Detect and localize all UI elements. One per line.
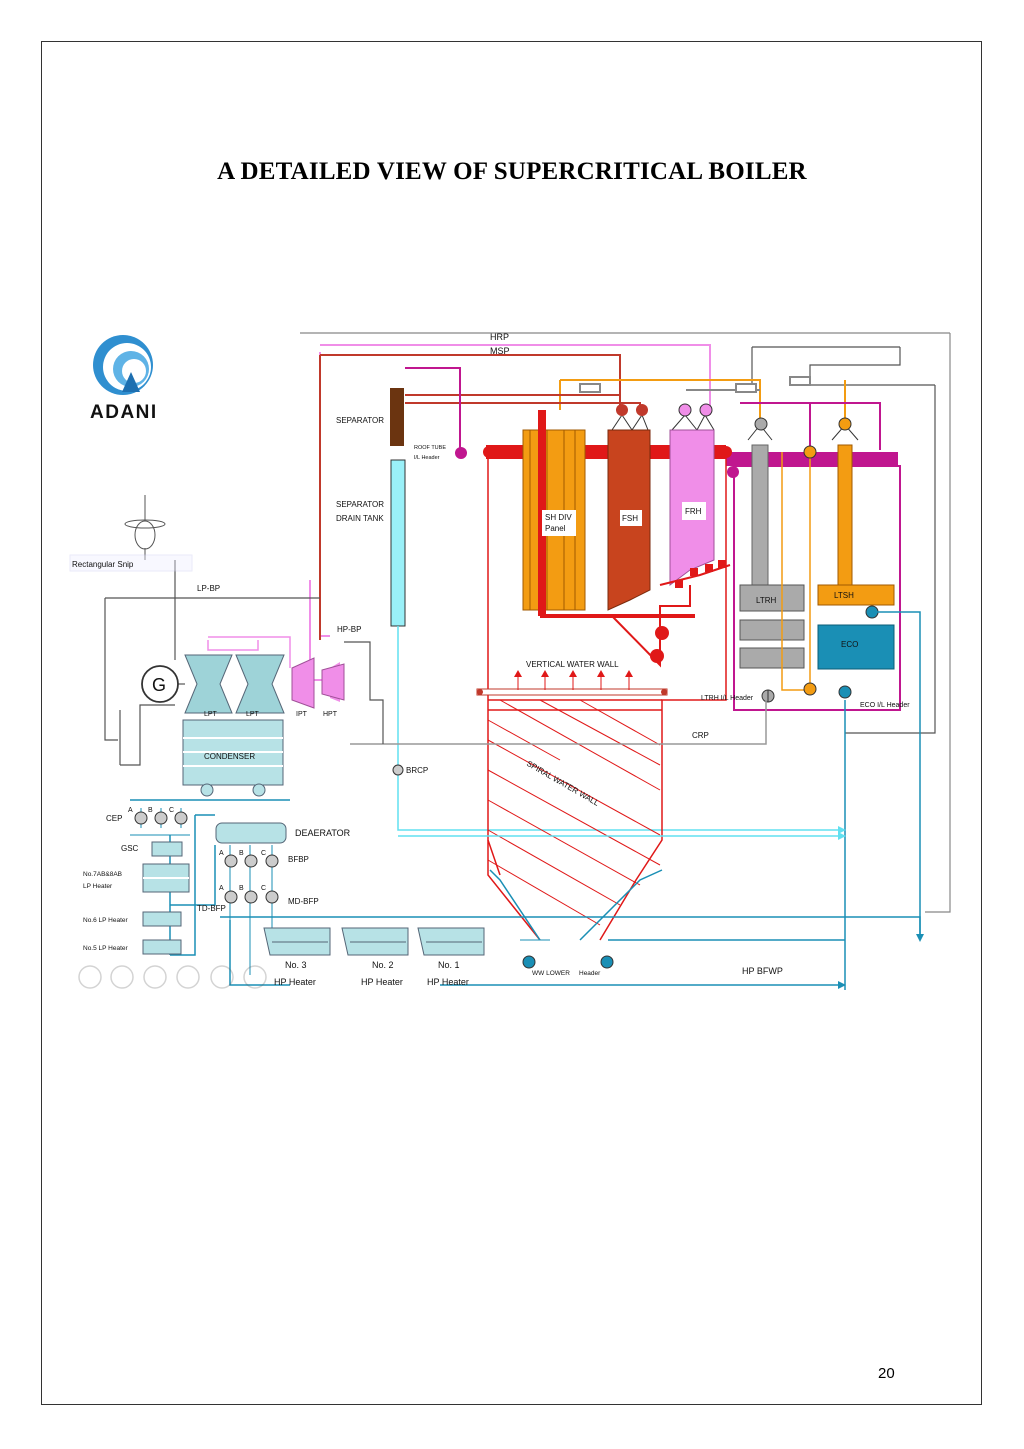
bfbp-pump-b: B [239, 850, 244, 857]
generator-label: G [152, 675, 166, 695]
spiral-water-wall-label: SPIRAL WATER WALL [525, 759, 601, 808]
deaerator-label: DEAERATOR [295, 828, 351, 838]
crp-label: CRP [692, 731, 709, 740]
ltsh-label: LTSH [834, 591, 854, 600]
lp-bp-label: LP-BP [197, 584, 220, 593]
pumps [134, 811, 279, 904]
ltrh-label: LTRH [756, 596, 777, 605]
hp-bp-label: HP-BP [337, 625, 361, 634]
frh-panel: FRH [659, 403, 731, 588]
viewer-toolbar[interactable] [78, 965, 267, 989]
gsc-box [151, 841, 183, 857]
lp7-label-1: No.7AB&8AB [83, 871, 122, 878]
md-bfp-label: MD-BFP [288, 897, 319, 906]
bfp-pump-b: B [239, 885, 244, 892]
hp3-heater-label: HP Heater [274, 977, 316, 987]
toolbar-prev-icon[interactable] [78, 965, 102, 989]
lpt-a-label: LPT [204, 711, 218, 718]
sh-div-label-2: Panel [545, 524, 566, 533]
rectangular-snip-label: Rectangular Snip [72, 560, 134, 569]
sep-drain-label-1: SEPARATOR [336, 500, 384, 509]
toolbar-next-icon[interactable] [110, 965, 134, 989]
sh-div-label-1: SH DIV [545, 513, 572, 522]
frh-label: FRH [685, 507, 702, 516]
logo-text: ADANI [90, 402, 158, 423]
lp7-label-2: LP Heater [83, 883, 113, 890]
toolbar-copy-icon[interactable] [176, 965, 200, 989]
toolbar-zoom-icon[interactable] [210, 965, 234, 989]
ww-lower-label: WW LOWER [532, 970, 570, 977]
hp1-label: No. 1 [438, 960, 460, 970]
sep-drain-label-2: DRAIN TANK [336, 514, 384, 523]
bfp-pump-c: C [261, 885, 266, 892]
cep-pump-b: B [148, 807, 153, 814]
lp6-heater [142, 911, 182, 927]
td-bfp-label: TD-BFP [197, 904, 226, 913]
lpt-b-label: LPT [246, 711, 260, 718]
deaerator-vessel [215, 822, 287, 844]
turbine-train: G LPT LPT IPT HPT Rectangular Snip CONDE… [69, 495, 384, 797]
toolbar-more-icon[interactable] [243, 965, 267, 989]
magenta-header [726, 452, 898, 466]
brcp-label: BRCP [406, 766, 428, 775]
cep-label: CEP [106, 814, 122, 823]
cep-pump-c: C [169, 807, 174, 814]
separator-drain-tank [390, 459, 406, 627]
lp6-label: No.6 LP Heater [83, 917, 129, 924]
bfbp-pump-a: A [219, 850, 224, 857]
toolbar-pen-icon[interactable] [143, 965, 167, 989]
roof-tube-header [455, 447, 467, 459]
eco-il-header-label: ECO I/L Header [860, 702, 910, 709]
hp2-heater-label: HP Heater [361, 977, 403, 987]
fsh-label: FSH [622, 514, 638, 523]
ww-header-label: Header [579, 970, 601, 977]
hp-heaters [263, 927, 485, 956]
msp-label: MSP [490, 346, 510, 356]
page-frame [41, 41, 982, 1405]
top-pipes [300, 332, 951, 913]
hrp-label: HRP [490, 332, 509, 342]
ipt-label: IPT [296, 711, 308, 718]
adani-logo: ADANI [90, 335, 158, 423]
separator-vessel [390, 388, 404, 446]
roof-tube-label-2: I/L Header [414, 455, 440, 461]
hp2-label: No. 2 [372, 960, 394, 970]
condenser-label: CONDENSER [204, 752, 255, 761]
lp5-heater [142, 939, 182, 955]
hpt-label: HPT [323, 711, 338, 718]
back-pass: LTRH LTSH ECO [733, 417, 924, 942]
bfbp-label: BFBP [288, 855, 309, 864]
ww-lower-header-left [522, 955, 536, 969]
roof-tube-label-1: ROOF TUBE [414, 445, 446, 451]
separator-label: SEPARATOR [336, 416, 384, 425]
bfp-pump-a: A [219, 885, 224, 892]
hp-bfwp-label: HP BFWP [742, 966, 783, 976]
ww-lower-header-right [600, 955, 614, 969]
cep-pump-a: A [128, 807, 133, 814]
gsc-label: GSC [121, 844, 139, 853]
ltrh-il-header-label: LTRH I/L Header [701, 695, 754, 702]
hp3-label: No. 3 [285, 960, 307, 970]
lp5-label: No.5 LP Heater [83, 945, 129, 952]
page-number: 20 [878, 1365, 895, 1382]
furnace [476, 452, 727, 941]
vertical-water-wall-label: VERTICAL WATER WALL [526, 660, 619, 669]
sh-div-panel: SH DIV Panel [522, 410, 586, 616]
eco-label: ECO [841, 640, 858, 649]
page-title: A DETAILED VIEW OF SUPERCRITICAL BOILER [217, 158, 807, 185]
bfbp-pump-c: C [261, 850, 266, 857]
brcp-pump [392, 764, 404, 776]
hp1-heater-label: HP Heater [427, 977, 469, 987]
fsh-panel: FSH [607, 404, 651, 611]
